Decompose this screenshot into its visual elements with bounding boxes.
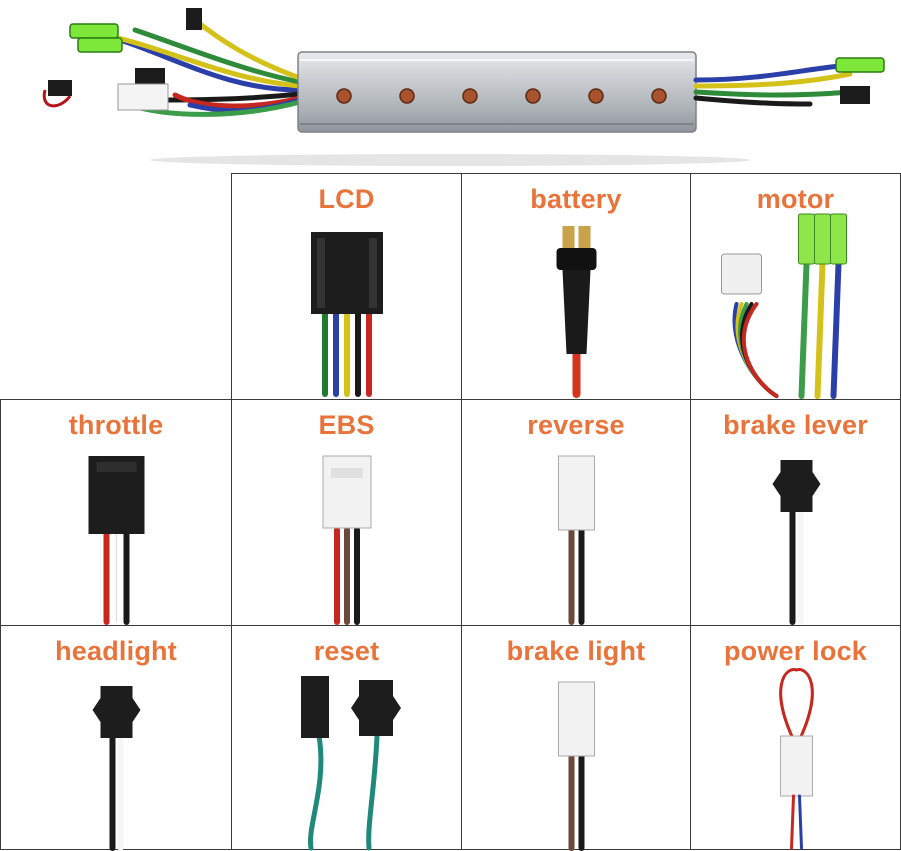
connector-cell-ebs: EBS: [231, 399, 462, 626]
connector-white-3pin-plug: [322, 455, 372, 625]
connector-label: brake lever: [723, 410, 868, 440]
connector-label: power lock: [723, 636, 868, 666]
connector-black-2pin-plug: [92, 686, 141, 851]
connector-cell-motor: motor: [690, 173, 901, 400]
connector-t-plug: [556, 226, 597, 398]
connector-label: headlight: [55, 636, 177, 666]
connector-white-2pin-loop: [779, 668, 814, 850]
connector-label: motor: [756, 184, 835, 214]
connector-cell-battery: battery: [461, 173, 691, 400]
connector-cell-throttle: throttle: [0, 399, 232, 626]
connector-cell-brake-light: brake light: [461, 625, 691, 851]
connector-cell-reset: reset: [231, 625, 462, 851]
connector-label: brake light: [506, 636, 646, 666]
connector-label: LCD: [318, 184, 375, 214]
connector-hall-plug-and-phase-terminals: [721, 213, 847, 399]
connector-white-2pin-plug: [558, 455, 595, 625]
connector-black-2pin-plug: [772, 460, 821, 625]
connector-label: battery: [530, 184, 622, 214]
connector-label: reset: [313, 636, 380, 666]
connector-cell-lcd: LCD: [231, 173, 462, 400]
connector-cell-reverse: reverse: [461, 399, 691, 626]
connector-cell-brake-lever: brake lever: [690, 399, 901, 626]
connector-black-6pin-plug: [311, 232, 383, 397]
connector-label: reverse: [527, 410, 625, 440]
connector-black-2pin-pair: [301, 676, 401, 851]
connector-cell-headlight: headlight: [0, 625, 232, 851]
controller-photo: [42, 8, 885, 166]
connector-black-3pin-plug: [88, 456, 145, 625]
connector-label: EBS: [318, 410, 375, 440]
connector-white-2pin-plug: [558, 681, 595, 851]
connector-label: throttle: [68, 410, 164, 440]
connector-cell-power-lock: power lock: [690, 625, 901, 850]
